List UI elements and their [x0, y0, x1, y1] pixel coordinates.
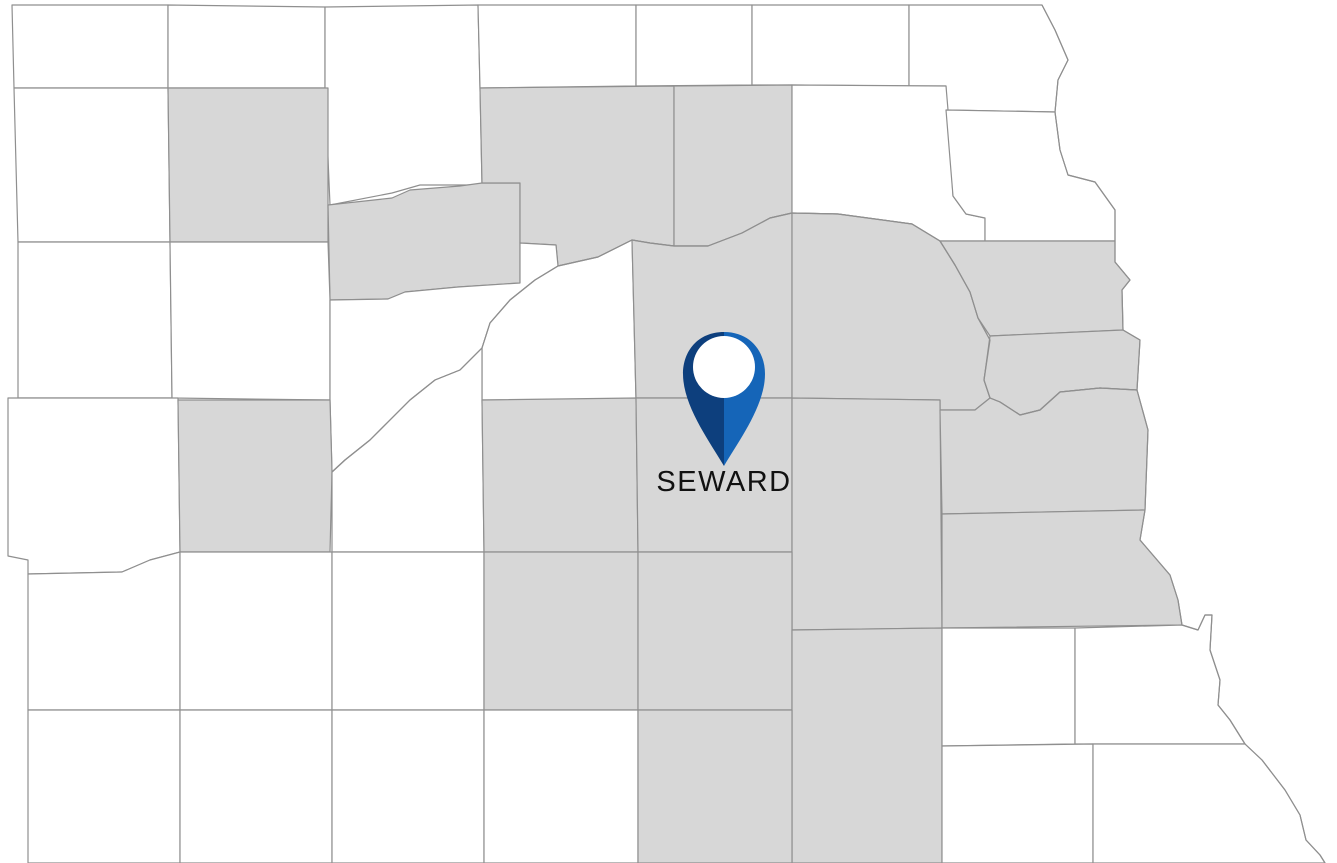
location-marker[interactable]: SEWARD [656, 332, 791, 498]
county-top-2 [167, 4, 326, 89]
location-label: SEWARD [656, 466, 791, 498]
county-row5-1 [27, 551, 181, 711]
river-layer [331, 4, 1326, 863]
county-row5-2 [179, 551, 333, 711]
county-bottom-5 [637, 709, 793, 863]
county-row5-3 [331, 551, 485, 711]
county-row4-8 [941, 509, 1183, 629]
county-row2-2 [167, 87, 329, 243]
county-bottom-3 [331, 709, 485, 863]
county-row2-3 [327, 182, 521, 301]
county-bottom-6 [941, 743, 1094, 863]
county-row5-7 [941, 627, 1076, 747]
county-bottom-7 [1092, 743, 1326, 863]
county-row4-4 [481, 397, 639, 553]
county-bottom-1 [27, 709, 181, 863]
map-pin-icon[interactable] [683, 332, 765, 466]
county-row4-2 [177, 399, 333, 553]
county-top-5 [635, 4, 753, 87]
county-row5-6 [791, 627, 943, 863]
county-row5-4 [483, 551, 639, 711]
county-bottom-2 [179, 709, 333, 863]
county-layer [7, 4, 1326, 863]
county-row5-5 [637, 551, 793, 711]
county-row3-1 [17, 241, 173, 399]
county-row4-6 [791, 397, 943, 631]
county-top-6 [751, 4, 910, 87]
county-row3-2 [169, 241, 331, 401]
county-top-4 [477, 4, 637, 89]
county-row4-1 [7, 397, 181, 575]
river-upper-right [1041, 4, 1326, 863]
county-row2-1 [13, 87, 171, 243]
river-central [331, 212, 1138, 473]
map-pin-center [693, 336, 755, 398]
county-top-3 [324, 4, 483, 206]
county-bottom-4 [483, 709, 639, 863]
county-top-1 [11, 4, 169, 89]
